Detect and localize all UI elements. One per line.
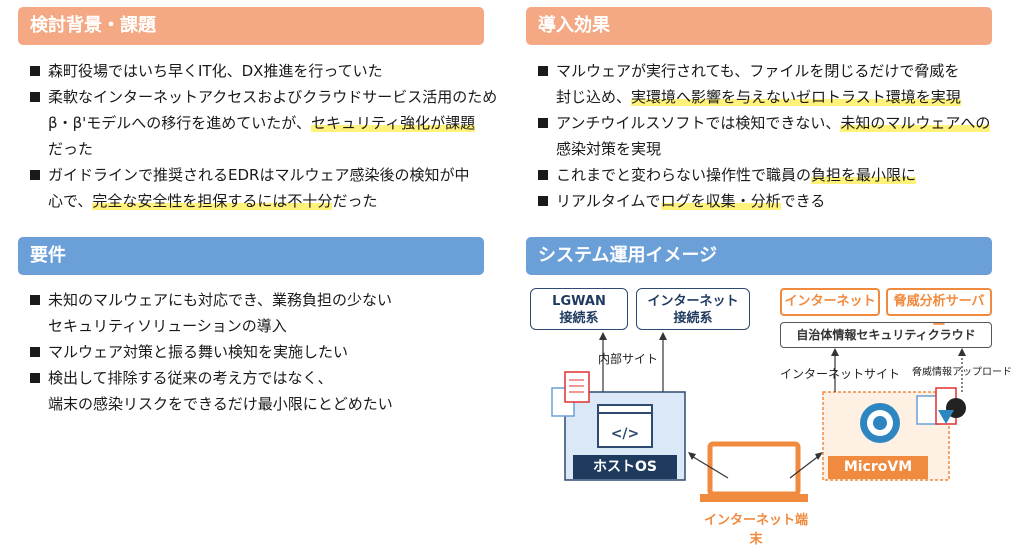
- terminal-label: インターネット端末: [703, 513, 808, 547]
- threat-server-box: 脅威分析サーバー: [886, 288, 992, 333]
- requirements-list: 未知のマルウェアにも対応でき、業務負担の少ないセキュリティソリューションの導入 …: [28, 287, 498, 417]
- internet-site-label: インターネットサイト: [780, 367, 901, 381]
- list-item: 未知のマルウェアにも対応でき、業務負担の少ないセキュリティソリューションの導入: [28, 287, 498, 339]
- list-item: これまでと変わらない操作性で職員の負担を最小限に: [536, 162, 1016, 188]
- system-header: システム運用イメージ: [526, 237, 992, 275]
- svg-text:</>: </>: [611, 426, 640, 442]
- threat-upload-label: 脅威情報アップロード: [912, 367, 1012, 378]
- internet-connection-box: インターネット 接続系: [636, 288, 750, 330]
- local-cloud-box: 自治体情報セキュリティクラウド: [780, 322, 992, 348]
- list-item: ガイドラインで推奨されるEDRはマルウェア感染後の検知が中心で、完全な安全性を担…: [28, 162, 498, 214]
- host-os-label: ホストOS: [593, 459, 657, 475]
- lgwan-box: LGWAN 接続系: [530, 288, 628, 330]
- requirements-header: 要件: [18, 237, 484, 275]
- list-item: 森町役場ではいち早くIT化、DX推進を行っていた: [28, 58, 498, 84]
- list-item: リアルタイムでログを収集・分析できる: [536, 188, 1016, 214]
- internet-box: インターネット: [780, 288, 880, 316]
- background-header: 検討背景・課題: [18, 7, 484, 45]
- effects-list: マルウェアが実行されても、ファイルを閉じるだけで脅威を封じ込め、実環境へ影響を与…: [536, 58, 1016, 214]
- microvm-label: MicroVM: [843, 459, 913, 475]
- background-list: 森町役場ではいち早くIT化、DX推進を行っていた 柔軟なインターネットアクセスお…: [28, 58, 498, 214]
- list-item: アンチウイルスソフトでは検知できない、未知のマルウェアへの感染対策を実現: [536, 110, 1016, 162]
- list-item: 検出して排除する従来の考え方ではなく、端末の感染リスクをできるだけ最小限にとどめ…: [28, 365, 498, 417]
- effects-header: 導入効果: [526, 7, 992, 45]
- list-item: マルウェア対策と振る舞い検知を実施したい: [28, 339, 498, 365]
- terminal-icon: [707, 441, 801, 497]
- internal-site-label: 内部サイト: [598, 352, 659, 366]
- list-item: マルウェアが実行されても、ファイルを閉じるだけで脅威を封じ込め、実環境へ影響を与…: [536, 58, 1016, 110]
